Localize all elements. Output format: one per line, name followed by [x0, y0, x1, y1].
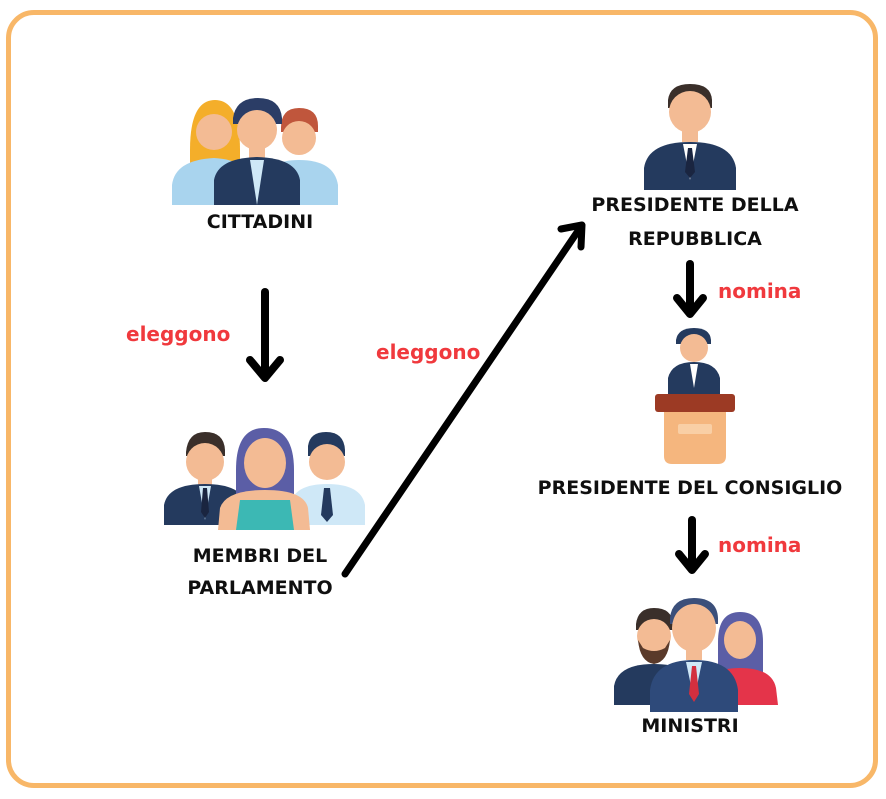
podium-speaker-icon — [655, 328, 735, 464]
node-presidente-repubblica: PRESIDENTE DELLA REPUBBLICA — [570, 188, 820, 256]
arrow-parlamento-to-presidente — [341, 224, 584, 578]
edge-label-consiglio-ministri: nomina — [718, 533, 802, 557]
node-presidente-consiglio: PRESIDENTE DEL CONSIGLIO — [537, 477, 843, 499]
node-parlamento-line2: PARLAMENTO — [187, 577, 333, 599]
citizens-group-icon — [172, 98, 338, 205]
edge-label-presidente-consiglio: nomina — [718, 279, 802, 303]
edge-label-cittadini-parlamento: eleggono — [126, 322, 231, 346]
arrowhead-parlamento-to-presidente — [557, 221, 586, 251]
edge-label-parlamento-presidente: eleggono — [376, 340, 481, 364]
node-parlamento: MEMBRI DEL PARLAMENTO — [160, 540, 360, 604]
node-parlamento-line1: MEMBRI DEL — [192, 545, 328, 567]
parliament-members-icon — [164, 428, 365, 530]
node-presidente-repubblica-line2: REPUBBLICA — [628, 228, 762, 250]
arrowhead-cittadini-to-parlamento — [246, 356, 284, 382]
node-presidente-repubblica-line1: PRESIDENTE DELLA — [591, 194, 799, 216]
ministers-group-icon — [614, 598, 778, 712]
arrowhead-consiglio-to-ministri — [675, 550, 709, 574]
president-icon — [644, 84, 736, 190]
arrowhead-presidente-to-consiglio — [673, 294, 707, 318]
node-cittadini: CITTADINI — [206, 211, 314, 233]
node-ministri: MINISTRI — [641, 715, 739, 737]
